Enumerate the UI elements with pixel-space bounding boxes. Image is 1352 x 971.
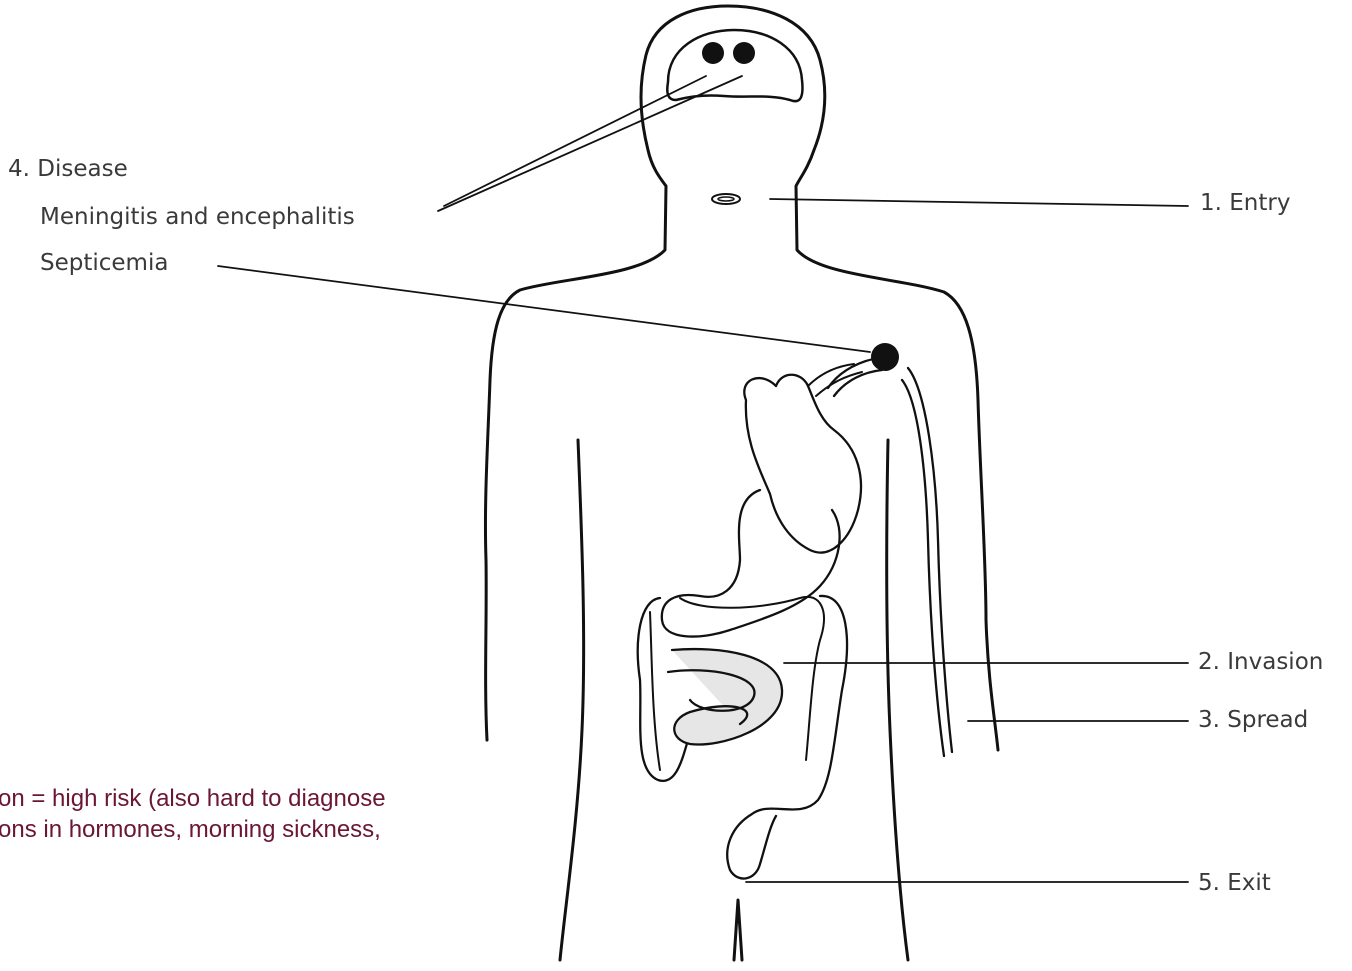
- brain-infection-dot-right: [733, 42, 755, 64]
- note-line-2: ons in hormones, morning sickness,: [0, 815, 381, 845]
- colon-icon: [638, 596, 847, 879]
- torso-left-edge: [560, 440, 584, 960]
- label-invasion: 2. Invasion: [1198, 651, 1323, 674]
- leader-lines: [218, 76, 1188, 882]
- note-line-1: on = high risk (also hard to diagnose: [0, 784, 386, 814]
- stomach-icon: [662, 490, 840, 637]
- label-meningitis: Meningitis and encephalitis: [40, 206, 355, 229]
- label-entry: 1. Entry: [1200, 192, 1290, 215]
- brain-outline: [667, 30, 802, 101]
- body-outline-right: [728, 6, 998, 750]
- label-spread: 3. Spread: [1198, 709, 1308, 732]
- brain-infection-dot-left: [702, 42, 724, 64]
- throat-entry-icon: [712, 194, 740, 204]
- label-disease: 4. Disease: [8, 158, 128, 181]
- body-outline-left: [485, 6, 728, 740]
- small-intestine-icon: [672, 649, 782, 744]
- label-septicemia: Septicemia: [40, 252, 168, 275]
- label-exit: 5. Exit: [1198, 872, 1271, 895]
- blood-infection-dot: [871, 343, 899, 371]
- heart-icon: [744, 375, 861, 553]
- leg-gap: [734, 900, 742, 960]
